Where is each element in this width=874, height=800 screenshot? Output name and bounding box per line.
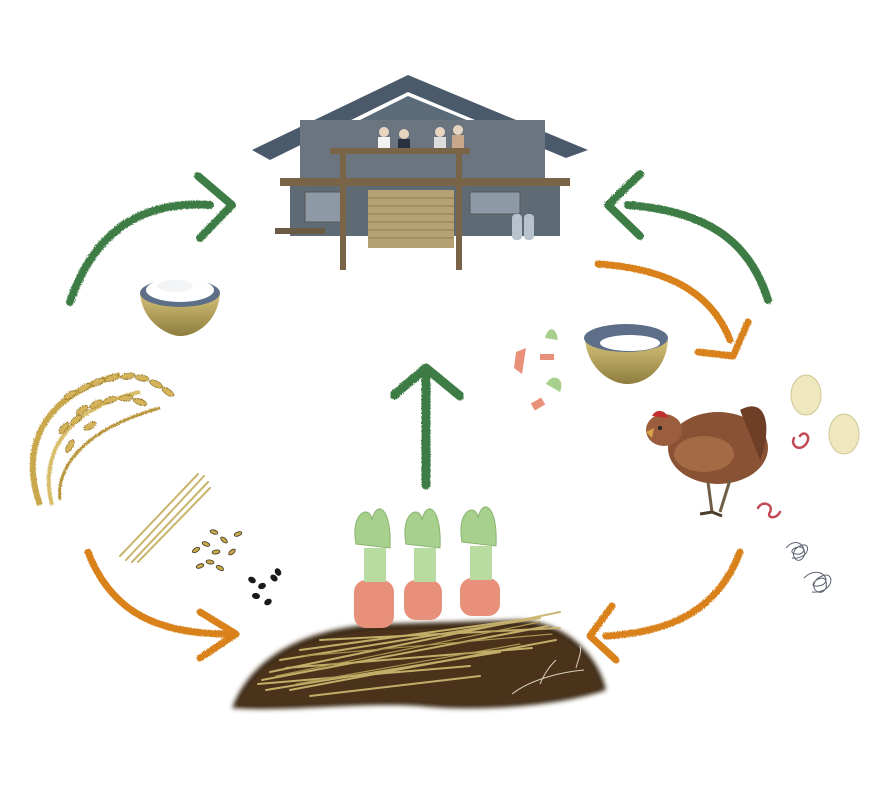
chicken-icon [646, 406, 768, 518]
eggs-icon [790, 374, 860, 455]
vegetable-scraps-icon [514, 329, 562, 411]
black-seeds-icon [248, 568, 282, 606]
rice-stalk-with-grains-icon [29, 372, 175, 507]
arrow-orange-chicken-to-field [586, 548, 744, 664]
arrows [66, 170, 772, 664]
arrow-green-field-to-house [389, 363, 465, 490]
straw-and-rice-husk-icon [119, 473, 211, 563]
soil-with-straw-mulch-and-radishes-icon [232, 506, 606, 709]
bamboo-blind [368, 190, 454, 248]
people-on-balcony [378, 125, 464, 150]
arrow-orange-straw-to-field [84, 548, 240, 662]
chicken-droppings-icon [785, 542, 832, 593]
farmhouse-with-people-illustration [252, 75, 588, 270]
arrow-green-right-to-house [604, 170, 772, 304]
bowl-of-leftovers-icon [584, 324, 668, 384]
radish-plant [460, 506, 500, 616]
rice-husk-pile-icon [191, 529, 243, 572]
arrow-green-left-to-house [66, 172, 236, 306]
radish-plant [404, 508, 442, 620]
bowl-of-white-rice-icon [140, 278, 220, 336]
arrow-orange-house-to-chicken [594, 260, 752, 360]
worms-icon [756, 432, 810, 519]
radish-plant [354, 508, 394, 628]
